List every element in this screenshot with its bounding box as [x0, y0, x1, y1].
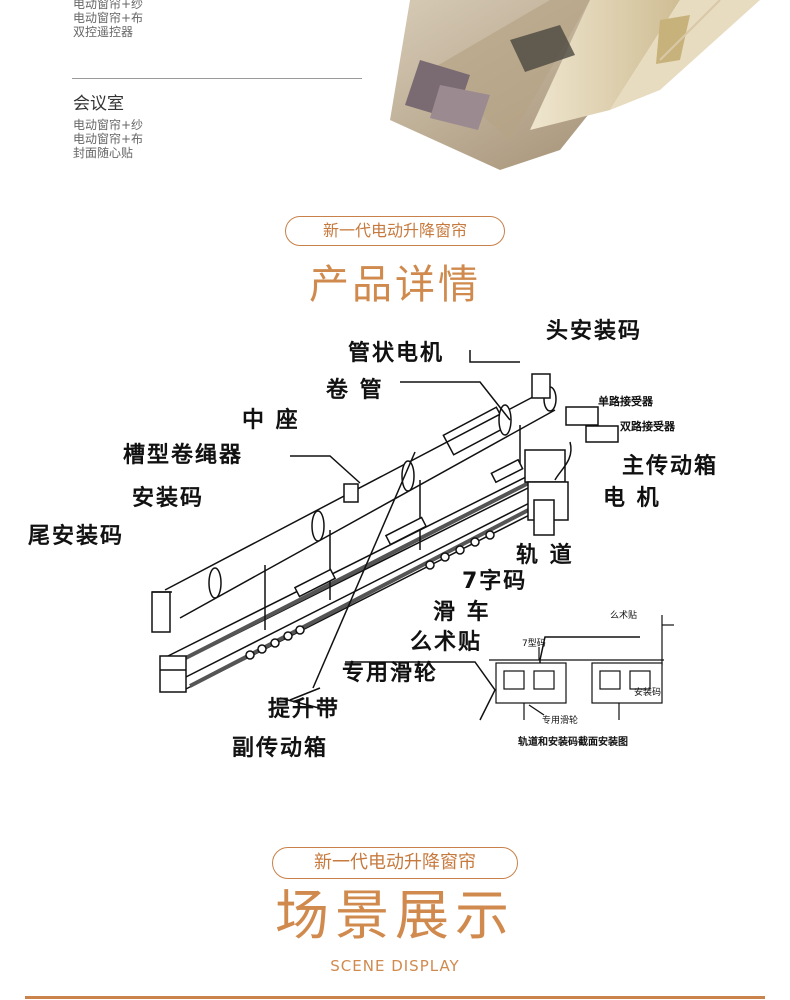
section-subtitle-2: SCENE DISPLAY: [330, 957, 460, 975]
label-roll-tube: 卷 管: [326, 378, 384, 403]
label-mount-code: 安装码: [132, 486, 205, 511]
list-item: 封面随心贴: [73, 146, 134, 160]
list-item: 电动窗帘+纱: [73, 118, 144, 132]
list-item: 双控遥控器: [73, 25, 134, 39]
section-title: 产品详情: [309, 262, 481, 308]
list-item: 电动窗帘+布: [73, 132, 144, 146]
room-photo: [360, 0, 790, 200]
section-label-seven-code: 7型码: [522, 639, 546, 649]
label-single-receiver: 单路接受器: [598, 395, 653, 408]
product-diagram: 头安装码 管状电机 卷 管 中 座 槽型卷绳器 安装码 尾安装码 单路接受器 双…: [0, 300, 790, 891]
section-tag-2: 新一代电动升降窗帘: [272, 847, 518, 879]
label-seven-code: 7字码: [462, 569, 528, 594]
label-middle-seat: 中 座: [242, 408, 300, 433]
section-tag: 新一代电动升降窗帘: [285, 216, 505, 246]
label-dual-receiver: 双路接受器: [620, 420, 675, 433]
section-label-velcro: 么术贴: [610, 611, 638, 621]
label-motor: 电 机: [603, 486, 661, 511]
label-tail-mount: 尾安装码: [28, 524, 125, 549]
label-tube-motor: 管状电机: [348, 341, 445, 366]
meeting-room-block: 会议室 电动窗帘+纱 电动窗帘+布 封面随心贴: [73, 89, 203, 160]
list-item: 电动窗帘+布: [73, 11, 144, 25]
label-main-box: 主传动箱: [622, 454, 719, 479]
label-sub-box: 副传动箱: [232, 736, 329, 761]
list-item: 电动窗帘+纱: [73, 0, 144, 11]
section-caption: 轨道和安装码截面安装图: [518, 737, 628, 748]
label-pulley: 专用滑轮: [342, 661, 439, 686]
bottom-accent-bar: [25, 996, 765, 999]
divider: [72, 78, 362, 79]
room-title: 会议室: [73, 94, 124, 114]
section-label-pulley: 专用滑轮: [542, 716, 579, 726]
section-label-mount-code: 安装码: [634, 688, 662, 698]
section-title-2: 场景展示: [275, 884, 515, 947]
label-groove-roller: 槽型卷绳器: [123, 443, 244, 468]
top-room-list: 电动窗帘+纱 电动窗帘+布 双控遥控器: [73, 0, 203, 39]
label-glider: 滑 车: [433, 600, 491, 625]
label-head-mount: 头安装码: [546, 319, 643, 344]
label-track: 轨 道: [516, 543, 574, 568]
section-view: 么术贴 7型码 安装码 专用滑轮 轨道和安装码截面安装图: [484, 605, 684, 755]
label-lift-belt: 提升带: [268, 697, 341, 722]
label-velcro: 么术贴: [410, 630, 483, 655]
